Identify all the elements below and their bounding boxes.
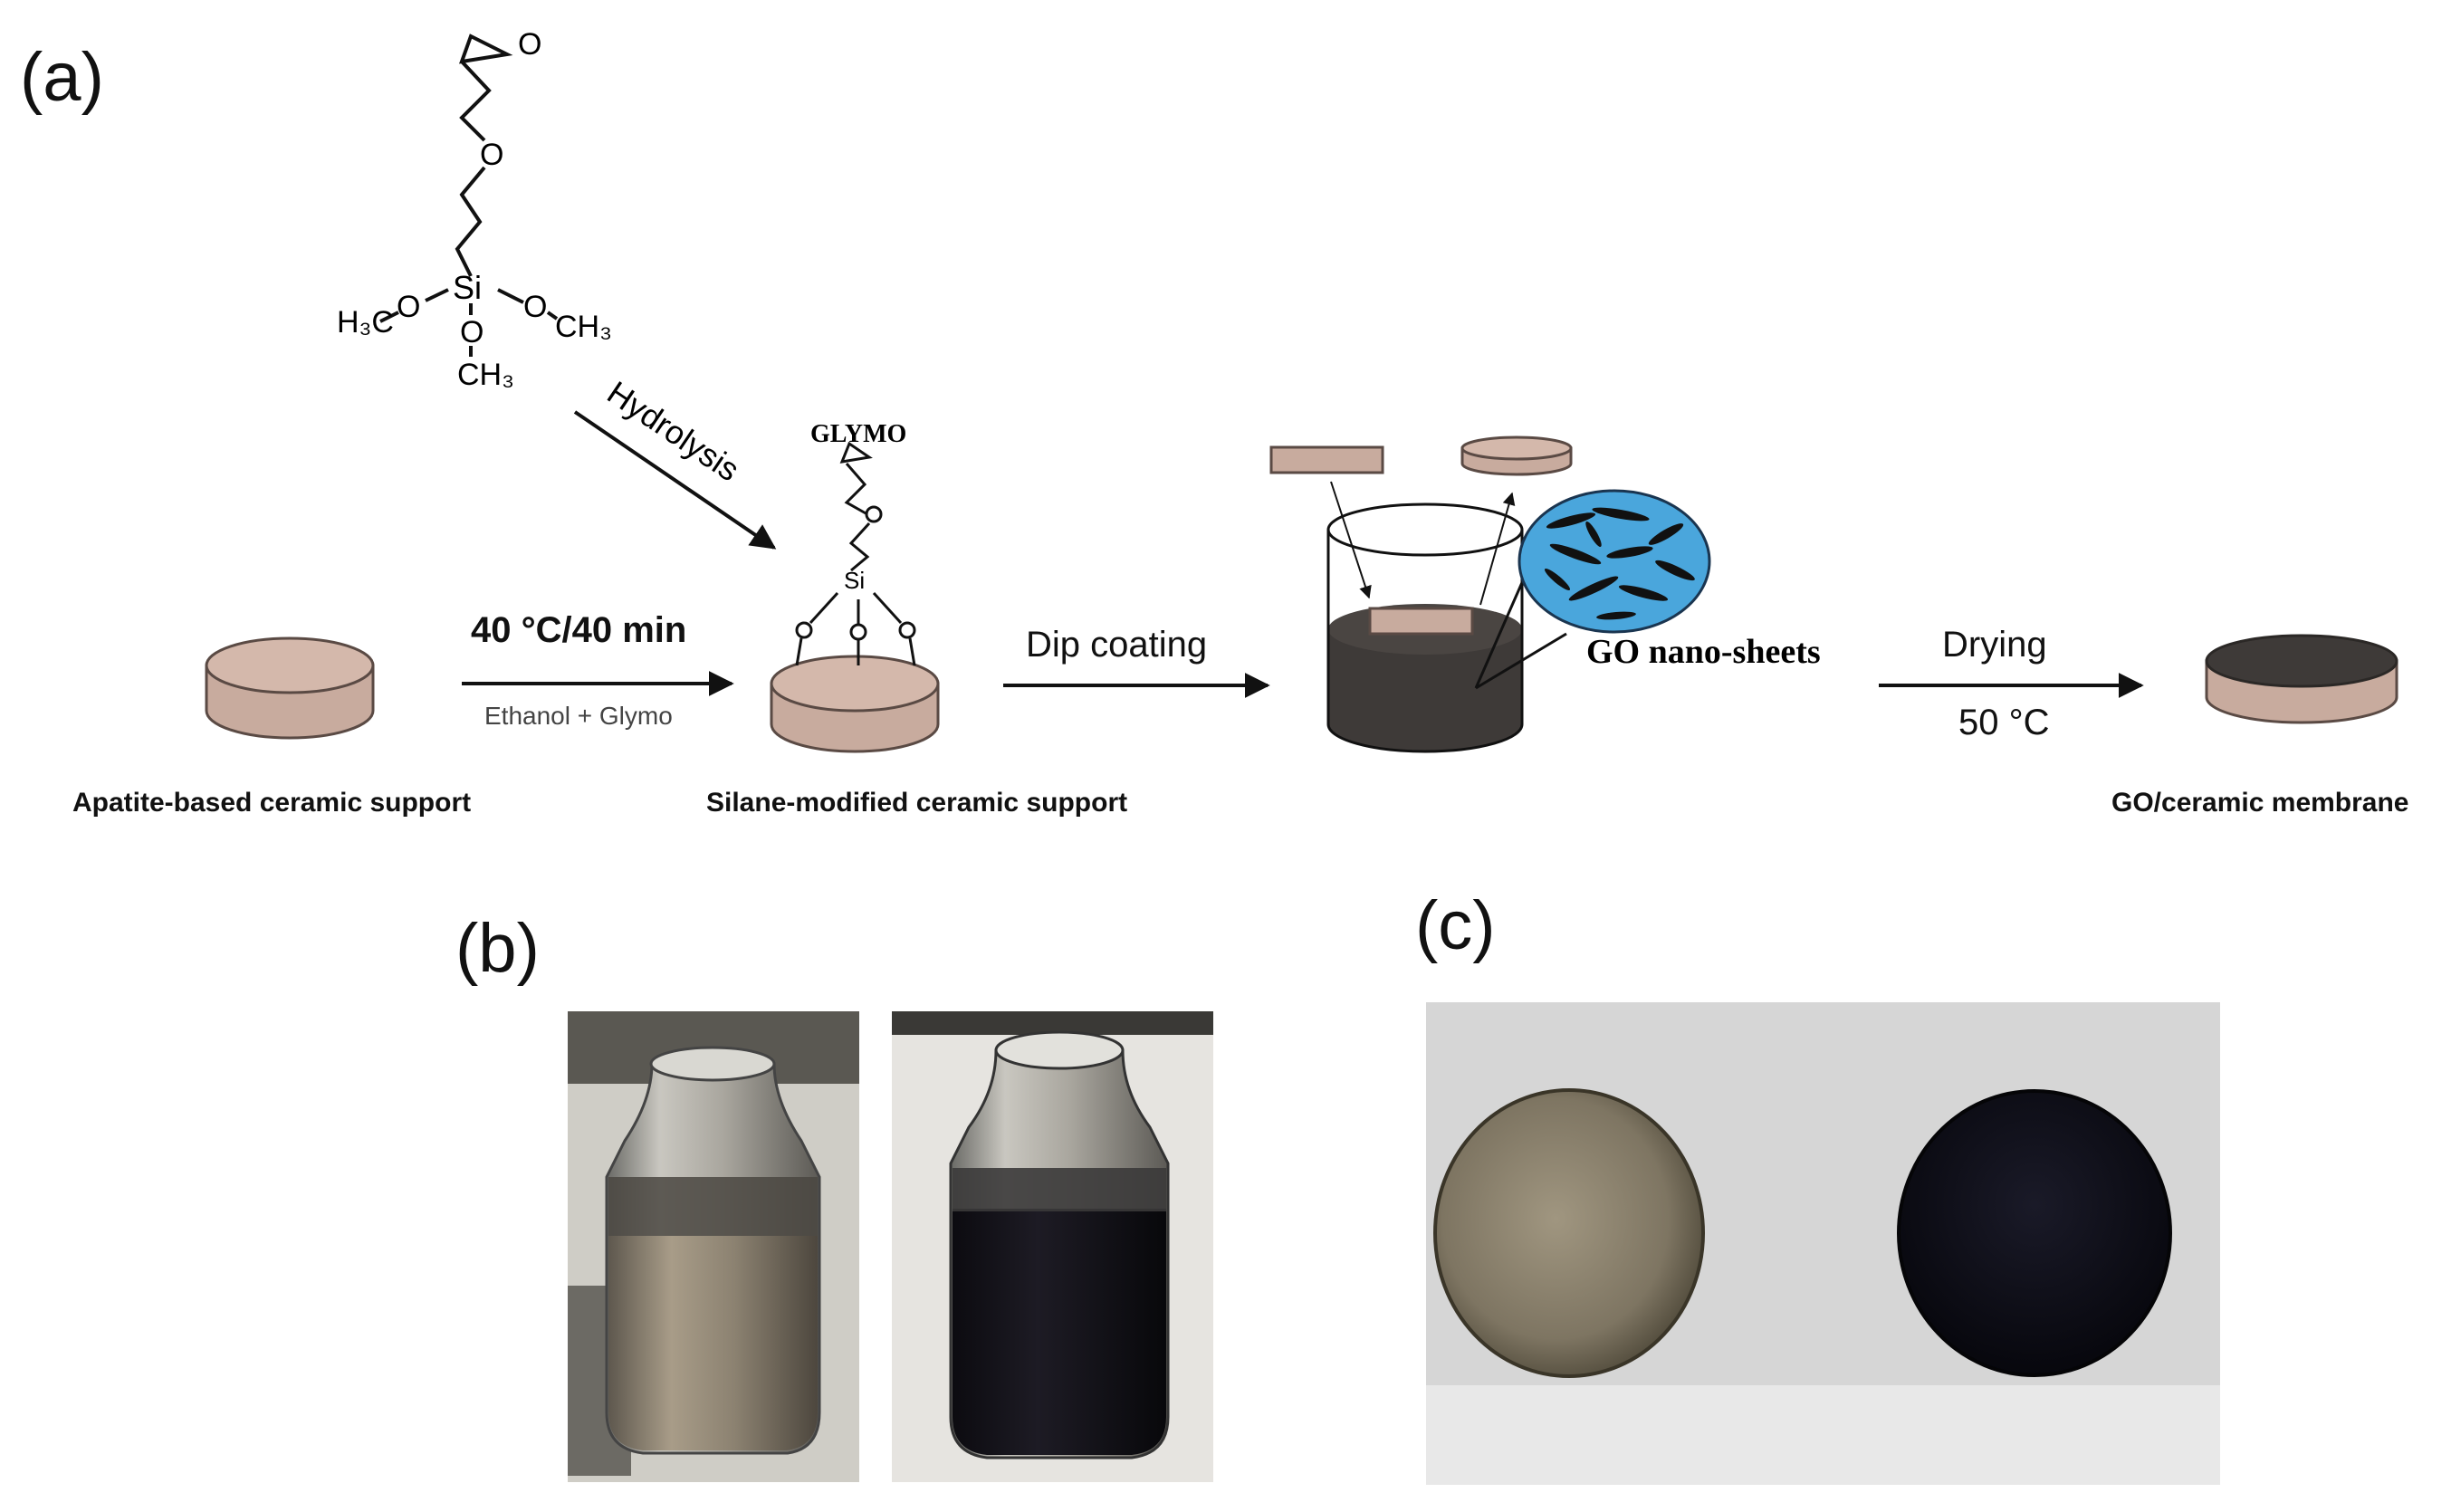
grafted-o-middle — [849, 623, 867, 641]
panel-label-a: (a) — [20, 39, 104, 116]
bond-oleft-methyl — [379, 311, 399, 323]
panel-label-b: (b) — [455, 910, 540, 987]
ceramic-support-disc — [205, 636, 375, 740]
molecule-o-right: O — [523, 290, 547, 324]
grafted-chain-o — [865, 505, 883, 523]
epoxide-o: O — [518, 27, 541, 62]
arrow-withdraw — [1479, 492, 1516, 606]
photo-discs — [1426, 1002, 2220, 1485]
grafted-o-left — [795, 621, 813, 639]
go-sheet-flakes — [1544, 507, 1695, 620]
caption-apatite-support: Apatite-based ceramic support — [72, 788, 472, 818]
support-before-dip — [1269, 445, 1384, 474]
arrow-immerse — [1330, 481, 1372, 599]
go-membrane-photo — [1897, 1089, 2172, 1377]
grafted-chain-lower — [848, 522, 871, 572]
bond-oright-methyl — [546, 311, 559, 321]
bond-si-oleft — [425, 288, 449, 302]
go-nanosheets-circle — [1518, 489, 1711, 634]
magnifier-line-lower — [1475, 632, 1567, 690]
methyl-right: CH₃ — [555, 310, 612, 344]
methyl-bottom: CH₃ — [457, 358, 514, 392]
grafted-glymo — [795, 441, 916, 666]
chain-upper — [459, 60, 492, 142]
photo-gray-vial — [568, 1011, 859, 1482]
molecule-si: Si — [453, 269, 482, 306]
grafted-anchor-left — [795, 637, 803, 666]
grafted-si: Si — [844, 567, 865, 594]
step1-reagents: Ethanol + Glymo — [484, 702, 673, 730]
panel-label-c: (c) — [1415, 887, 1496, 964]
grafted-bond-left — [809, 591, 839, 625]
silane-modified-disc — [770, 655, 940, 753]
step3-temperature: 50 °C — [1958, 703, 2050, 742]
grafted-o-right — [898, 621, 916, 639]
epoxide-ring — [458, 33, 513, 64]
grafted-anchor-right — [908, 637, 916, 666]
glymo-label: GLYMO — [810, 420, 906, 448]
uncoated-support-photo — [1433, 1088, 1705, 1378]
chain-o: O — [480, 138, 503, 172]
go-membrane-disc — [2205, 634, 2398, 724]
grafted-epoxide — [839, 441, 873, 464]
hydrolysis-arrow — [573, 410, 777, 550]
caption-go-membrane: GO/ceramic membrane — [2111, 788, 2409, 818]
step3-label: Drying — [1942, 625, 2047, 665]
methyl-left: H₃C — [337, 305, 394, 340]
chain-lower — [455, 166, 486, 277]
grafted-bond-right — [872, 591, 903, 625]
step2-label: Dip coating — [1026, 625, 1208, 665]
molecule-o-bottom: O — [460, 315, 483, 349]
support-after-dip — [1460, 435, 1573, 476]
photo-black-vial — [892, 1011, 1213, 1482]
dip-coating-beaker — [1326, 502, 1524, 753]
go-nanosheets-label: GO nano-sheets — [1586, 633, 1821, 671]
glymo-molecule — [379, 33, 559, 357]
molecule-o-left: O — [397, 290, 420, 324]
hydrolysis-label: Hydrolysis — [601, 374, 747, 489]
caption-silane-support: Silane-modified ceramic support — [706, 788, 1128, 818]
bond-si-oright — [497, 288, 524, 304]
grafted-chain-upper — [844, 463, 868, 516]
step1-condition: 40 °C/40 min — [471, 610, 687, 650]
